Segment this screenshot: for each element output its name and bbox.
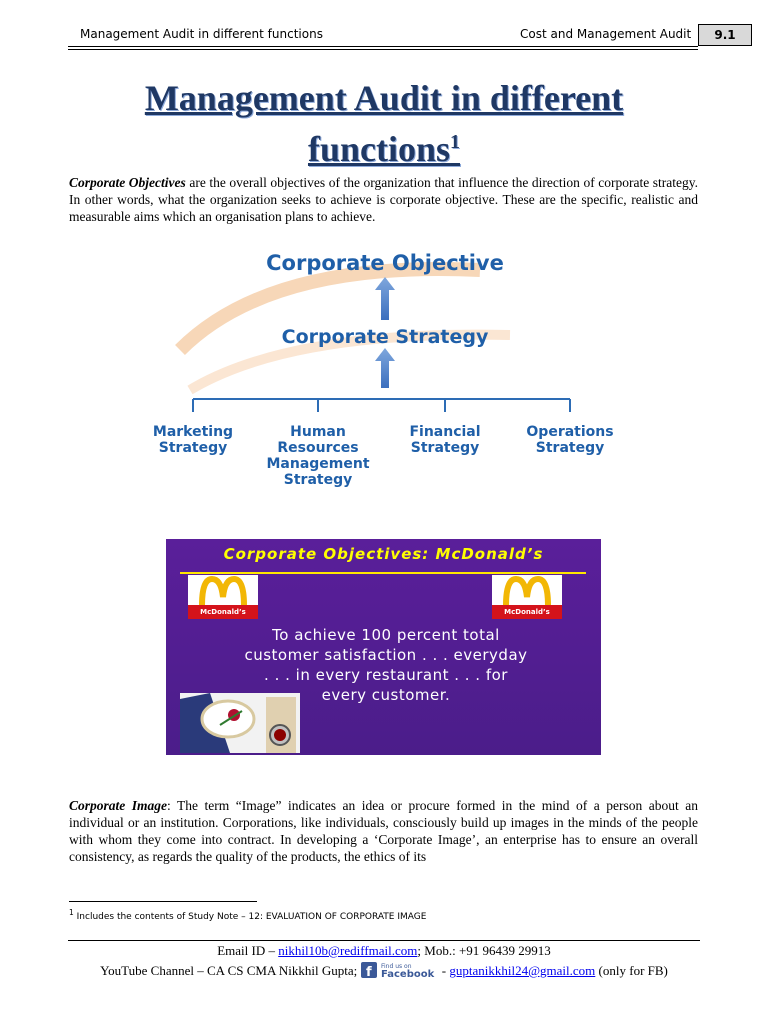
table-setting-illustration [180,693,300,753]
facebook-dash: - [438,962,450,978]
golden-arches-icon [199,575,247,606]
term-corporate-image: Corporate Image [69,798,168,813]
slide-objective-text: To achieve 100 percent total customer sa… [226,625,546,705]
mcdonalds-logo-right: McDonald’s [492,575,562,619]
running-header-left: Management Audit in different functions [80,27,323,41]
slide-title: Corporate Objectives: McDonald’s [223,545,544,563]
paragraph-1-text: are the overall objectives of the organi… [69,175,698,224]
page-number: 9.1 [698,24,752,46]
slide-line-2: customer satisfaction . . . everyday [244,646,528,664]
mcdonalds-logo-left: McDonald’s [188,575,258,619]
branch-3-line-1: Financial [409,424,480,440]
facebook-small-label: Find us on [381,963,412,970]
page-title: Management Audit in different functions1 [0,76,768,171]
branch-1-line-2: Strategy [159,440,227,456]
branch-4-line-2: Strategy [536,440,604,456]
branch-2-line-2: Resources [277,440,358,456]
branch-4-line-1: Operations [526,424,613,440]
corporate-strategy-diagram: Corporate Objective Corporate Strategy M… [153,251,614,488]
slide-rule [180,572,586,574]
facebook-badge[interactable]: f Find us on Facebook [360,961,439,983]
title-line-1: Management Audit in different [144,78,624,118]
slide-line-1: To achieve 100 percent total [272,626,500,644]
mcdonalds-label: McDonald’s [188,605,258,619]
youtube-channel: YouTube Channel – CA CS CMA Nikkhil Gupt… [100,962,361,978]
email-label: Email ID – [217,943,279,958]
golden-arches-icon [503,575,551,606]
paragraph-corporate-image: Corporate Image: The term “Image” indica… [69,797,698,865]
slide-line-3: . . . in every restaurant . . . for [264,666,508,684]
footnote: 1 Includes the contents of Study Note – … [69,908,426,922]
header-rule-double [68,49,698,50]
email-link[interactable]: nikhil10b@rediffmail.com [278,943,418,958]
mobile-number: ; Mob.: +91 96439 29913 [417,943,551,958]
facebook-icon: f Find us on Facebook [360,962,435,980]
mcdonalds-slide: Corporate Objectives: McDonald’s McDonal… [166,539,601,755]
facebook-note: (only for FB) [595,962,668,978]
branch-2-line-3: Management [266,456,369,472]
branch-3-line-2: Strategy [411,440,479,456]
diagram-middle: Corporate Strategy [282,326,489,348]
branch-2-line-4: Strategy [284,472,352,488]
paragraph-2-text: : The term “Image” indicates an idea or … [69,798,698,864]
facebook-name: Facebook [381,969,435,979]
branch-2-line-1: Human [290,424,346,440]
up-arrow-1 [375,277,395,320]
paragraph-corporate-objectives: Corporate Objectives are the overall obj… [69,174,698,225]
footer-social-line: YouTube Channel – CA CS CMA Nikkhil Gupt… [0,961,768,983]
footer-contact-line: Email ID – nikhil10b@rediffmail.com; Mob… [0,943,768,959]
running-header-right: Cost and Management Audit [520,27,692,41]
decorative-swoosh [175,262,481,355]
footnote-text: Includes the contents of Study Note – 12… [73,912,427,922]
decorative-swoosh-2 [187,329,511,395]
footer-rule [68,940,700,941]
footnote-mark: 1 [69,908,74,917]
branch-1-line-1: Marketing [153,424,233,440]
up-arrow-2 [375,348,395,388]
title-line-2-text: functions [307,129,451,169]
slide-line-4: every customer. [321,686,451,704]
footnote-separator [69,901,257,902]
svg-text:f: f [366,965,372,979]
title-footnote-mark: 1 [450,131,461,153]
title-line-2: functions1 [0,120,768,171]
diagram-top: Corporate Objective [266,251,504,275]
term-corporate-objectives: Corporate Objectives [69,175,186,190]
facebook-email-link[interactable]: guptanikkhil24@gmail.com [449,962,596,978]
header-rule [68,46,698,47]
mcdonalds-label: McDonald’s [492,605,562,619]
